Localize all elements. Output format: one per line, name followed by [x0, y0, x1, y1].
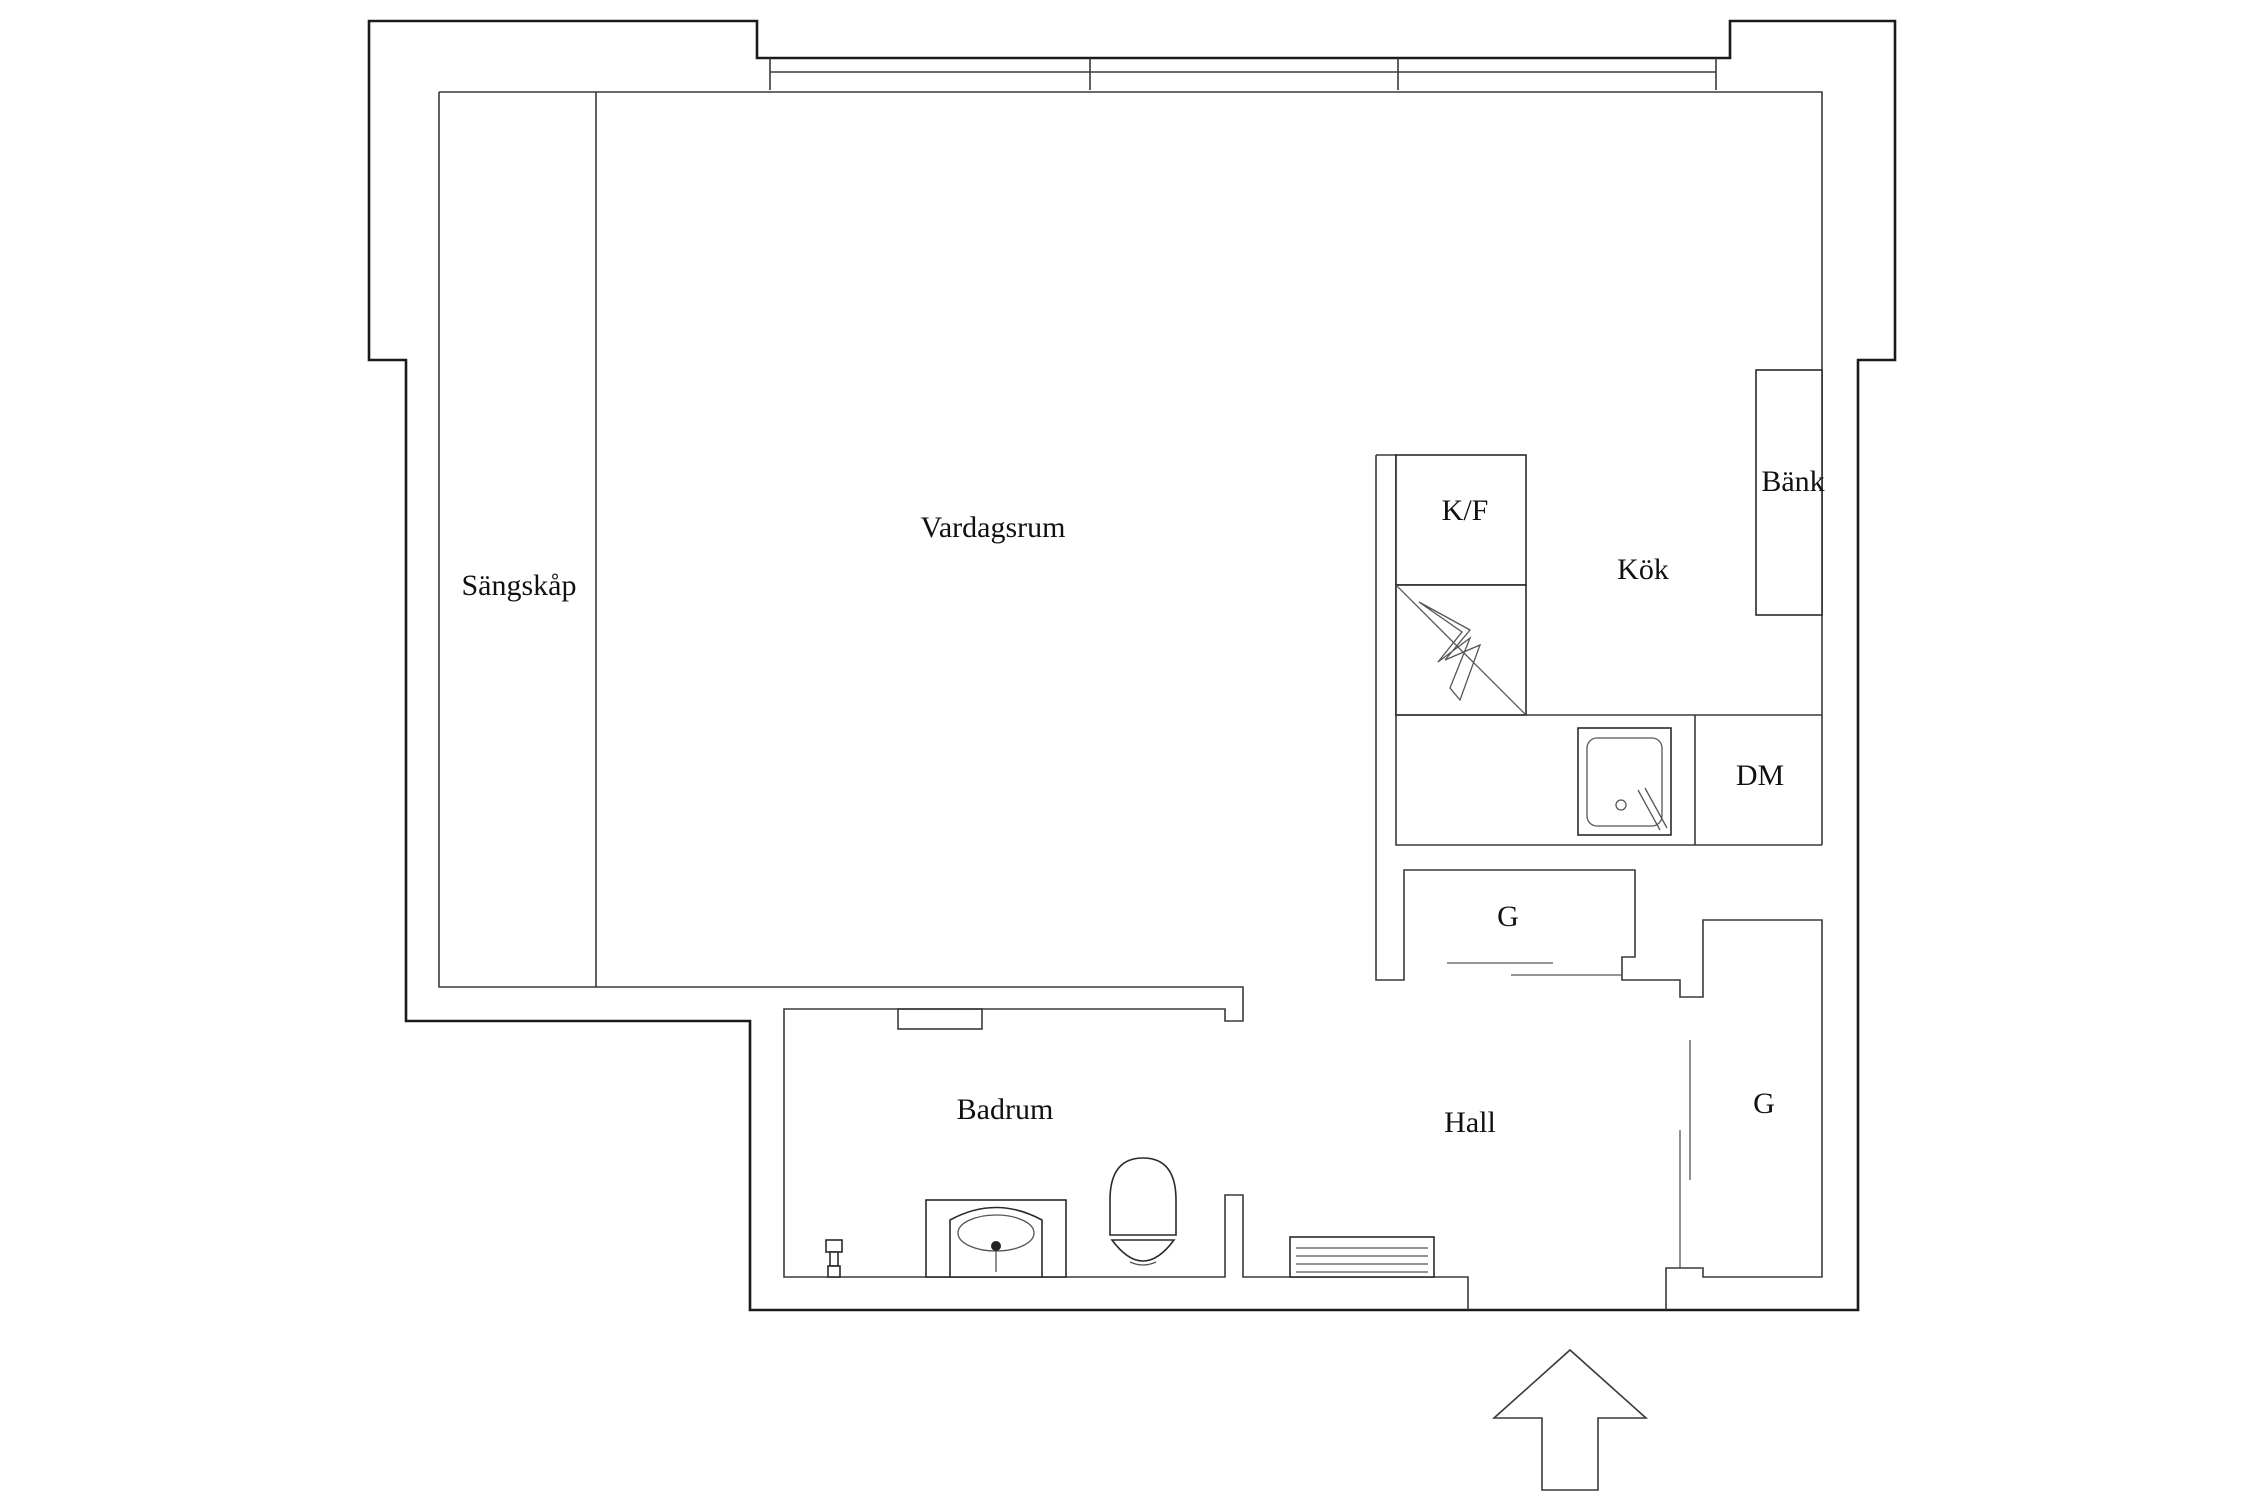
- toilet-icon: [1109, 1157, 1177, 1266]
- inner-walls: [438, 91, 1823, 1310]
- stove-icon: [1395, 584, 1527, 716]
- bathroom: [825, 1157, 1177, 1278]
- washbasin-icon: [925, 1199, 1067, 1278]
- room-label-dm: DM: [1736, 759, 1784, 792]
- room-label-kf: K/F: [1442, 494, 1489, 527]
- room-label-sangskap: Sängskåp: [462, 569, 577, 602]
- fridge-freezer: [1395, 454, 1527, 586]
- room-label-garderob-upper: G: [1497, 900, 1519, 933]
- counter-bank: [1755, 369, 1823, 616]
- radiator-icon: [1289, 1236, 1435, 1278]
- room-label-bank: Bänk: [1761, 465, 1824, 498]
- room-label-hall: Hall: [1444, 1106, 1496, 1139]
- kitchen: [1395, 369, 1823, 845]
- room-label-vardagsrum: Vardagsrum: [921, 511, 1066, 544]
- floor-drain-icon: [825, 1239, 843, 1278]
- room-label-garderob-right: G: [1753, 1087, 1775, 1120]
- room-label-badrum: Badrum: [957, 1093, 1054, 1126]
- outer-walls: [367, 19, 1897, 1312]
- kitchen-sink-icon: [1577, 727, 1672, 836]
- entrance-arrow-icon: [1491, 1348, 1649, 1491]
- room-label-kok: Kök: [1617, 553, 1669, 586]
- room-labels: Vardagsrum Sängskåp K/F Kök Bänk DM G G …: [462, 465, 1825, 1139]
